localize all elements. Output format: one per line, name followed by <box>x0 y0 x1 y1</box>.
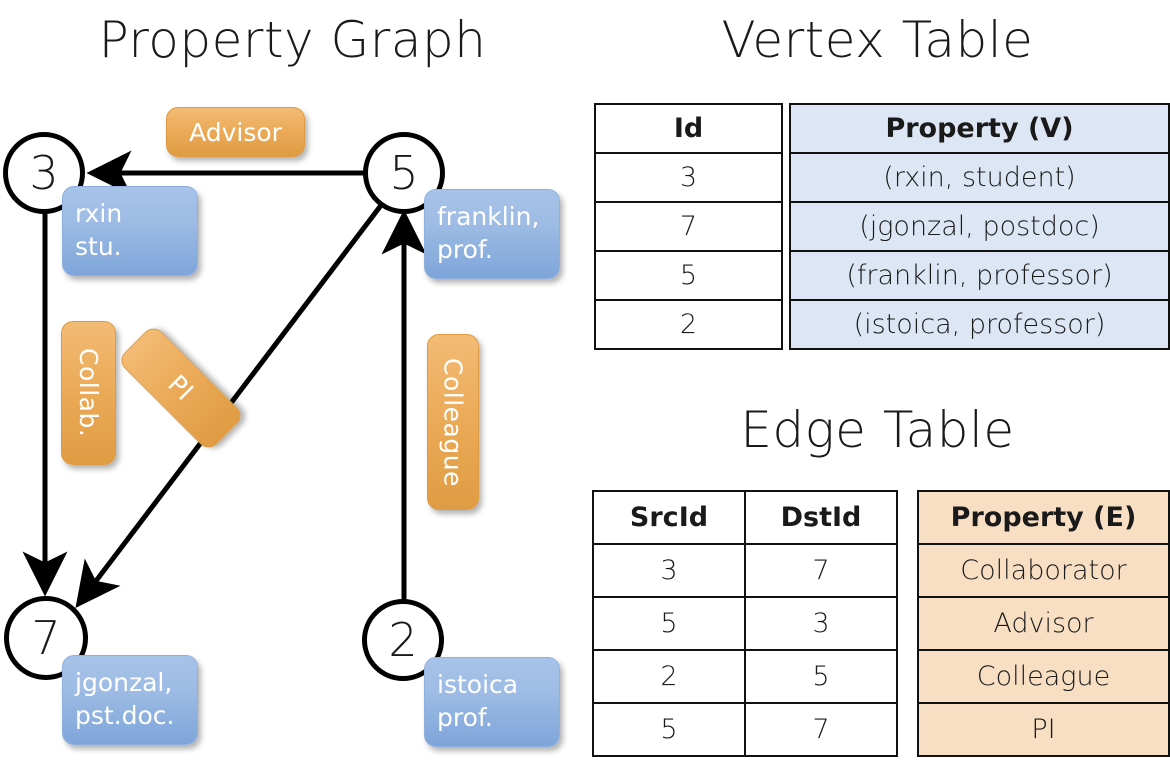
vertex-cell-property: (istoica, professor) <box>789 299 1170 350</box>
graph-node-5-id: 5 <box>389 146 419 200</box>
edge-cell-dstid: 7 <box>744 543 898 598</box>
table-row[interactable]: PI <box>917 702 1170 757</box>
edge-badge-colleague-text: Colleague <box>438 357 468 487</box>
table-row[interactable]: 2 5 <box>592 649 898 704</box>
vertex-table-header-property: Property (V) <box>789 103 1170 154</box>
vertex-badge-istoica-line1: istoica <box>437 670 519 699</box>
table-row[interactable]: Colleague <box>917 649 1170 704</box>
table-row[interactable]: (jgonzal, postdoc) <box>789 201 1170 252</box>
edge-table-header-property: Property (E) <box>917 490 1170 545</box>
vertex-badge-franklin-line2: prof. <box>437 235 493 264</box>
vertex-table-id-column: Id 3 7 5 2 <box>594 103 783 350</box>
vertex-badge-rxin[interactable]: rxin stu. <box>62 186 198 276</box>
edge-cell-property: Advisor <box>917 596 1170 651</box>
graph-node-2-id: 2 <box>388 613 418 667</box>
vertex-cell-id: 2 <box>594 299 783 350</box>
vertex-cell-id: 3 <box>594 152 783 203</box>
page-title-vertex-table: Vertex Table <box>721 11 1034 69</box>
edge-badge-colleague[interactable]: Colleague <box>427 334 479 510</box>
edge-cell-srcid: 3 <box>592 543 746 598</box>
edge-badge-advisor[interactable]: Advisor <box>166 107 305 157</box>
vertex-cell-property: (jgonzal, postdoc) <box>789 201 1170 252</box>
vertex-cell-id: 5 <box>594 250 783 301</box>
edge-cell-property: Colleague <box>917 649 1170 704</box>
vertex-badge-rxin-line2: stu. <box>75 232 122 261</box>
edge-table-property-column: Property (E) Collaborator Advisor Collea… <box>917 490 1170 757</box>
vertex-badge-jgonzal-line1: jgonzal, <box>75 668 173 697</box>
edge-cell-srcid: 5 <box>592 596 746 651</box>
table-row[interactable]: Collaborator <box>917 543 1170 598</box>
edge-badge-pi-text: PI <box>162 369 200 407</box>
table-header-row: SrcId DstId <box>592 490 898 545</box>
table-row[interactable]: 7 <box>594 201 783 252</box>
table-row[interactable]: 3 7 <box>592 543 898 598</box>
vertex-cell-property: (franklin, professor) <box>789 250 1170 301</box>
graph-node-7-id: 7 <box>31 611 61 665</box>
table-header-row: Property (E) <box>917 490 1170 545</box>
table-row[interactable]: 5 3 <box>592 596 898 651</box>
table-row[interactable]: 5 <box>594 250 783 301</box>
vertex-cell-id: 7 <box>594 201 783 252</box>
edge-cell-dstid: 5 <box>744 649 898 704</box>
edge-table-header-srcid: SrcId <box>592 490 746 545</box>
edge-cell-srcid: 5 <box>592 702 746 757</box>
edge-cell-dstid: 3 <box>744 596 898 651</box>
page-title-property-graph: Property Graph <box>98 11 487 69</box>
vertex-badge-jgonzal-line2: pst.doc. <box>75 701 175 730</box>
edge-cell-dstid: 7 <box>744 702 898 757</box>
graph-node-3-id: 3 <box>29 146 59 200</box>
table-row[interactable]: (rxin, student) <box>789 152 1170 203</box>
edge-cell-srcid: 2 <box>592 649 746 704</box>
table-row[interactable]: Advisor <box>917 596 1170 651</box>
edge-table-header-dstid: DstId <box>744 490 898 545</box>
vertex-badge-jgonzal[interactable]: jgonzal, pst.doc. <box>62 655 198 745</box>
graph-node-2[interactable]: 2 <box>362 599 444 681</box>
edge-table-id-columns: SrcId DstId 3 7 5 3 2 5 5 7 <box>592 490 898 757</box>
table-row[interactable]: (istoica, professor) <box>789 299 1170 350</box>
vertex-badge-istoica[interactable]: istoica prof. <box>424 657 560 747</box>
page-title-edge-table: Edge Table <box>740 401 1015 459</box>
vertex-table-header-id: Id <box>594 103 783 154</box>
table-header-row: Id <box>594 103 783 154</box>
edge-badge-advisor-text: Advisor <box>189 117 282 147</box>
vertex-cell-property: (rxin, student) <box>789 152 1170 203</box>
table-header-row: Property (V) <box>789 103 1170 154</box>
edge-cell-property: PI <box>917 702 1170 757</box>
edge-badge-collab[interactable]: Collab. <box>61 321 116 465</box>
vertex-badge-franklin-line1: franklin, <box>437 202 540 231</box>
vertex-badge-rxin-line1: rxin <box>75 199 123 228</box>
table-row[interactable]: 2 <box>594 299 783 350</box>
edge-badge-collab-text: Collab. <box>74 348 103 438</box>
table-row[interactable]: 5 7 <box>592 702 898 757</box>
vertex-badge-franklin[interactable]: franklin, prof. <box>424 189 560 279</box>
table-row[interactable]: 3 <box>594 152 783 203</box>
vertex-table-property-column: Property (V) (rxin, student) (jgonzal, p… <box>789 103 1170 350</box>
edge-cell-property: Collaborator <box>917 543 1170 598</box>
table-row[interactable]: (franklin, professor) <box>789 250 1170 301</box>
property-graph-diagram: 3 5 7 2 rxin stu. franklin, prof. jgonza… <box>3 107 560 747</box>
vertex-badge-istoica-line2: prof. <box>437 703 493 732</box>
